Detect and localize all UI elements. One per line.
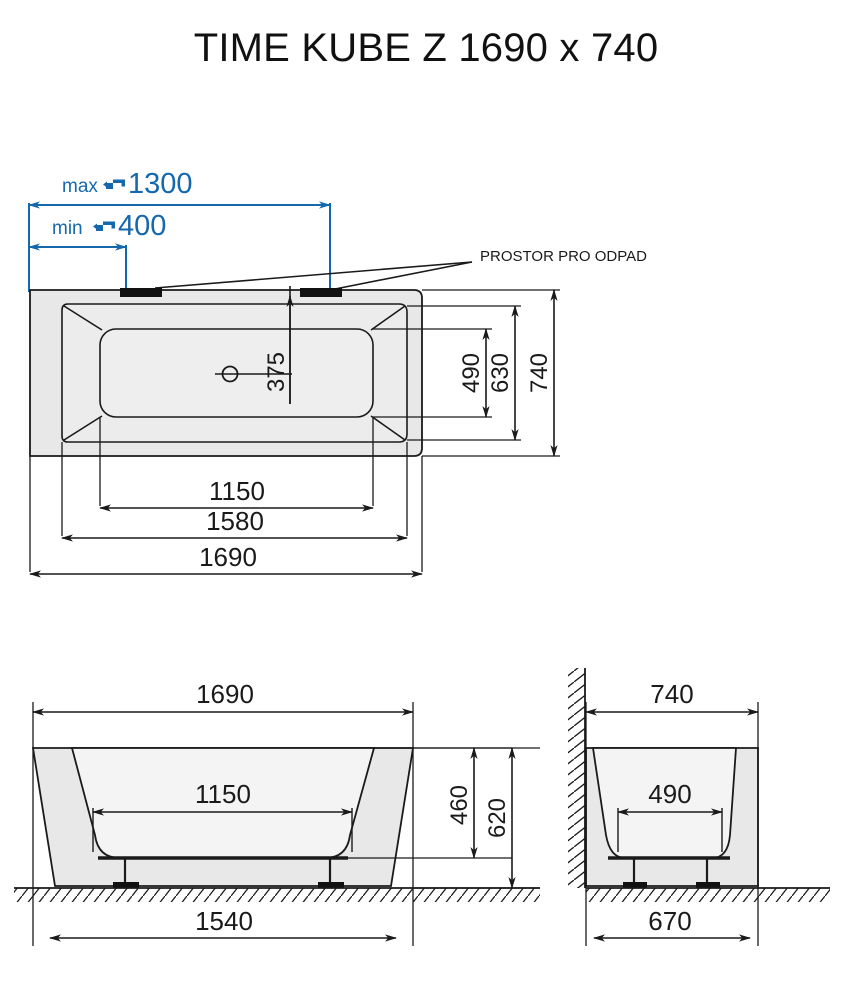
plan-dim-1580-label: 1580 [206,506,264,536]
front-dim-1540-label: 1540 [195,906,253,936]
front-dim-620-label: 620 [484,798,511,838]
plan-dim-375-label: 375 [263,352,290,392]
front-dim-1540: 1540 [49,906,397,942]
plan-dim-740-label: 740 [526,353,553,393]
front-dim-460: 460 [446,747,478,859]
drain-note-label: PROSTOR PRO ODPAD [480,248,647,265]
side-feet-extension-lines [585,702,759,946]
plan-dim-1150-label: 1150 [209,476,265,506]
front-dim-620: 620 [484,747,516,889]
plan-dim-375: 375 [263,286,294,404]
front-dim-1690: 1690 [32,679,414,716]
plan-dim-630-label: 630 [487,353,514,393]
tap-max-value: 1300 [128,168,193,200]
drain-space-block-right [300,288,342,297]
side-dim-670-label: 670 [648,906,691,936]
tap-max-label: max [62,176,98,197]
front-dim-460-label: 460 [446,785,473,825]
faucet-icon [93,221,115,231]
side-dim-740: 740 [585,679,759,716]
plan-dim-1150: 1150 [99,476,374,512]
plan-corner-tapers [63,305,406,441]
side-foot-left [623,882,647,888]
plan-dim-1690: 1690 [29,542,423,578]
front-dim-1690-label: 1690 [196,679,254,709]
plan-dim-630: 630 [487,305,519,441]
plan-dim-740: 740 [526,289,558,457]
faucet-icon [103,179,125,189]
plan-width-extension-lines [373,289,560,457]
plan-length-extension-lines [29,417,423,572]
drain-note-leaders [154,261,473,291]
front-feet-extension-lines [32,748,414,946]
side-elevation-view: 740 490 670 [568,668,830,946]
side-legs [623,858,720,888]
plan-dim-1580: 1580 [61,506,408,542]
front-dim-1150-label: 1150 [195,779,251,809]
side-dim-490: 490 [617,779,723,852]
front-height-extension-lines [348,747,540,889]
plan-dim-1690-label: 1690 [199,542,257,572]
plan-bowl-floor [99,328,374,418]
front-elevation-view: 1690 1150 [14,679,540,946]
side-floor [586,887,830,902]
front-floor [14,887,540,902]
tap-distance-annotations: max 1300 min 400 [28,168,331,292]
front-foot-right [318,882,344,888]
plan-dim-490: 490 [458,328,490,418]
drain-symbol [215,365,292,383]
plan-dim-490-label: 490 [458,353,485,393]
front-dim-1150: 1150 [92,779,353,852]
side-dim-670: 670 [593,906,751,942]
side-dim-490-label: 490 [648,779,691,809]
front-legs [113,858,344,888]
side-foot-right [696,882,720,888]
front-foot-left [113,882,139,888]
side-wall [568,668,586,888]
drain-space-block-left [120,288,162,297]
page-title: TIME KUBE Z 1690 x 740 [193,26,659,70]
tap-min-value: 400 [118,210,166,242]
tap-min-dimension [28,243,127,292]
tap-min-label: min [52,218,83,239]
side-dim-740-label: 740 [650,679,693,709]
plan-view: 375 490 [29,286,560,578]
